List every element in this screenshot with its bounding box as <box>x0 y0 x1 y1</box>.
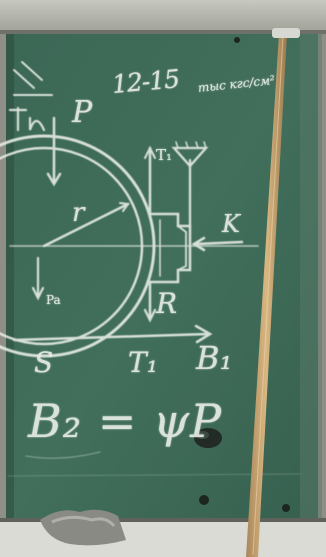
label-pa: Pa <box>46 293 61 307</box>
label-b1: B₁ <box>196 339 233 377</box>
screw <box>282 504 290 512</box>
label-t1-top: T₁ <box>156 146 173 164</box>
screw <box>199 495 209 505</box>
label-k: K <box>222 210 240 238</box>
formula: B₂ = ψP <box>28 394 223 448</box>
label-r: r <box>72 198 85 228</box>
label-t1-bottom: T₁ <box>128 346 158 379</box>
pointer-stick <box>246 34 287 557</box>
label-s: S <box>34 346 54 379</box>
label-p: P <box>72 95 93 130</box>
board-top-frame <box>0 0 326 34</box>
label-r-reaction: R <box>156 287 178 320</box>
header-value: 12-15 <box>110 64 181 99</box>
screw <box>234 37 240 43</box>
